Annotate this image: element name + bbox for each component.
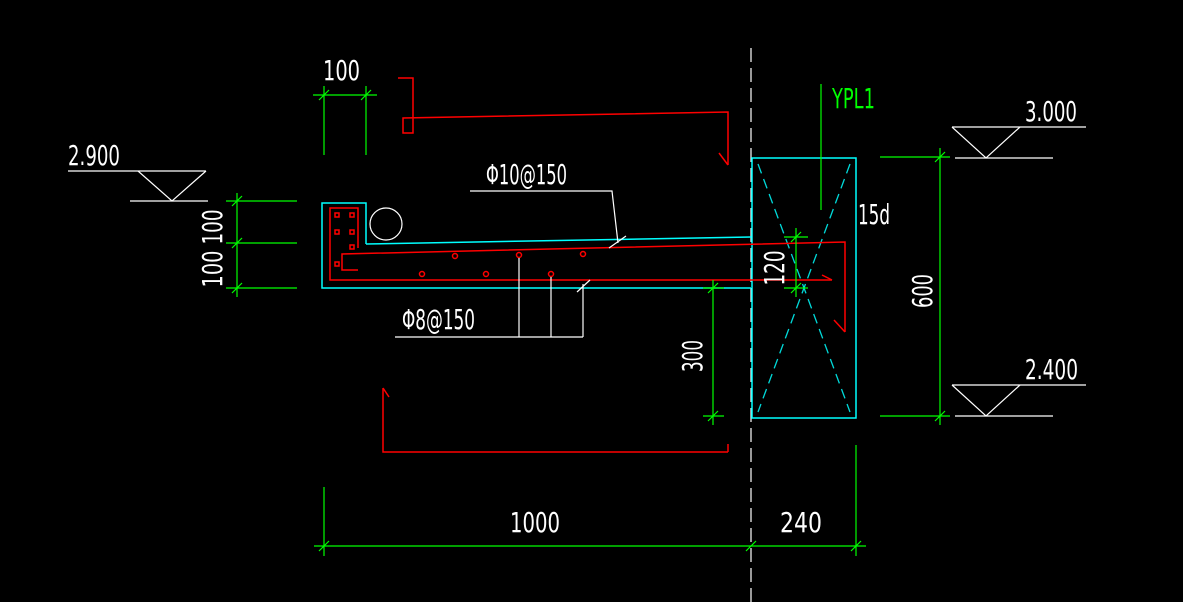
dimension-text: 600 (906, 274, 939, 308)
elevation-triangle (951, 126, 1021, 159)
elevation-label: 3.000 (1025, 95, 1077, 128)
elevation-marker-left: 2.900 (68, 139, 208, 202)
beam-label: YPL1 (831, 82, 875, 115)
edge-bar (349, 244, 355, 250)
elevation-marker-bottom-right: 2.400 (951, 353, 1086, 417)
dimension-text-upper: 100 (196, 210, 229, 245)
bottom-bar-label: Φ8@150 (402, 303, 475, 336)
dimension-edge-width: 100 (313, 54, 377, 155)
anchorage-label: 15d (858, 198, 890, 231)
dimension-tick (790, 231, 802, 243)
dimension-text: 100 (323, 54, 360, 87)
dimension-tick (231, 282, 243, 294)
distribution-bar (579, 250, 587, 258)
dimension-text-lower: 100 (196, 251, 229, 288)
top-bar-leader: Φ10@150 (470, 158, 627, 249)
dimension-tick (850, 540, 862, 552)
elevation-triangle (137, 170, 207, 202)
slab-rebar (329, 207, 846, 333)
top-bar-label: Φ10@150 (486, 158, 567, 191)
slab-top-surface (365, 236, 752, 245)
dimension-tick (360, 89, 372, 101)
dimension-beam-depth: 600 (880, 148, 950, 425)
elevation-triangle (951, 384, 1021, 417)
dimension-text-cantilever: 1000 (510, 506, 560, 539)
slab-edge-outline (321, 202, 751, 289)
dimension-tick (745, 540, 757, 552)
bottom-bar-detail (382, 388, 728, 453)
dimension-tick (790, 282, 802, 294)
dimension-tick (934, 151, 946, 163)
top-bar-detail-hook (718, 152, 729, 166)
bottom-bar-leader-tick (576, 279, 591, 293)
rebar-detail-shapes (382, 77, 729, 453)
top-bar-hook (833, 319, 846, 333)
edge-bar (349, 212, 355, 218)
top-bar-leader-tick (608, 235, 627, 249)
distribution-bar (451, 252, 459, 260)
dimension-tick (707, 410, 719, 422)
dimension-tick (231, 237, 243, 249)
beam-section (751, 157, 857, 419)
bottom-bar-leader: Φ8@150 (395, 258, 591, 338)
concrete-outline (321, 157, 857, 419)
edge-bar (349, 229, 355, 235)
dimension-tick (934, 410, 946, 422)
dimension-edge-height: 100 100 (196, 193, 297, 297)
bottom-bar-end (821, 274, 833, 281)
dimension-tick (707, 282, 719, 294)
distribution-bar (515, 251, 523, 259)
elevation-marker-top-right: 3.000 (951, 95, 1086, 159)
top-bar (341, 241, 846, 332)
elevation-label: 2.900 (68, 139, 120, 172)
distribution-bar (547, 270, 555, 278)
distribution-bar (418, 270, 426, 278)
elevation-label: 2.400 (1025, 353, 1078, 386)
dimension-bottom: 1000 240 (314, 445, 866, 556)
top-bar-leader-line (470, 190, 619, 244)
dimension-tick (231, 195, 243, 207)
dimension-text-beam-width: 240 (780, 506, 822, 539)
bottom-bar (329, 207, 832, 281)
distribution-bar (482, 270, 490, 278)
top-bar-detail (398, 77, 729, 165)
dimension-drop: 300 (676, 280, 724, 425)
edge-bar (334, 212, 340, 218)
dimension-tick (318, 540, 330, 552)
dimension-text: 120 (758, 251, 791, 286)
edge-bar (334, 229, 340, 235)
dimension-tick (318, 89, 330, 101)
edge-bar (334, 261, 340, 267)
dimension-slab-thickness: 120 (758, 228, 808, 297)
dimension-text: 300 (676, 340, 709, 372)
drain-hole-circle (369, 207, 403, 241)
bottom-bar-detail-hook (382, 387, 390, 398)
